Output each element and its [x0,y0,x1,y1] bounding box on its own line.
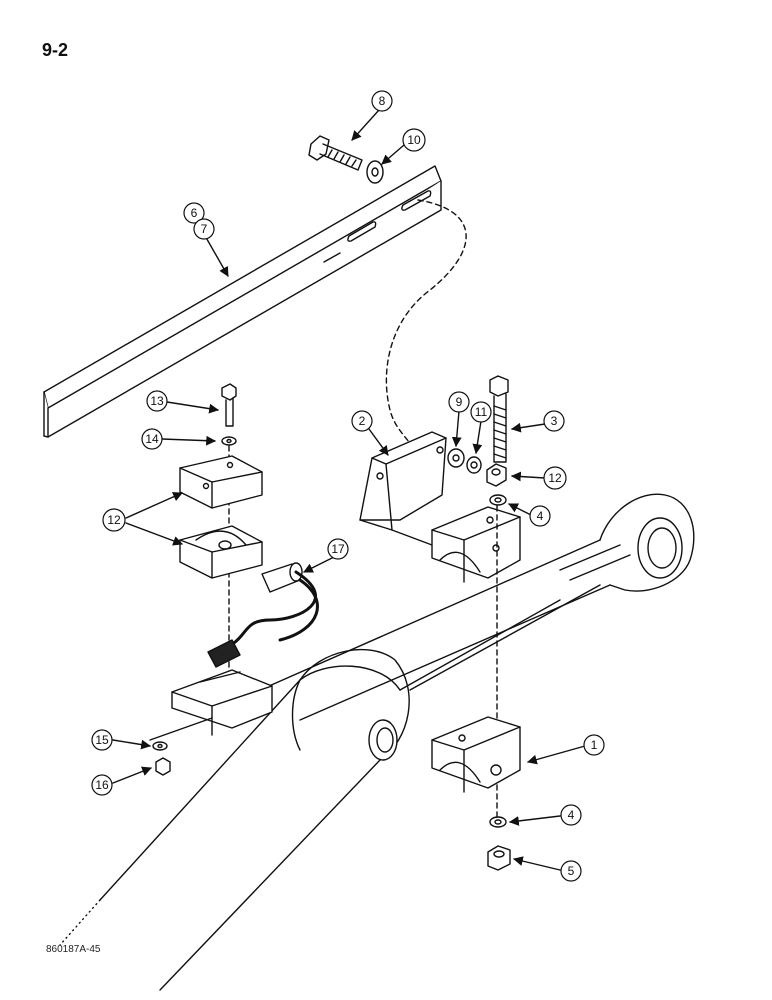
lockwasher-11 [466,456,482,474]
clamp-half-1 [431,716,521,793]
washer-15-upper [221,436,237,446]
sensor-17 [207,562,319,668]
callout-5: 5 [560,860,582,882]
svg-text:11: 11 [475,405,488,419]
callout-15-lower: 15 [91,729,113,751]
callout-3: 3 [543,410,565,432]
callout-1: 1 [583,734,605,756]
callout-4-upper: 4 [529,505,551,527]
svg-text:9: 9 [456,395,463,409]
callout-11: 11 [470,401,492,423]
callout-12: 12 [543,466,567,490]
switch-body-13-lower [179,525,263,579]
washer-4-upper [489,494,507,506]
svg-text:14: 14 [145,432,159,446]
callout-4-lower: 4 [560,804,582,826]
svg-text:1: 1 [591,738,598,752]
svg-text:10: 10 [407,133,421,147]
page-number: 9-2 [42,40,69,60]
nut-16 [155,757,171,776]
washer-15-lower [152,741,168,751]
svg-text:8: 8 [379,94,386,108]
bolt-8 [308,135,363,171]
svg-text:16: 16 [95,778,109,792]
svg-text:15: 15 [95,733,109,747]
bolt-14 [221,383,237,427]
svg-text:4: 4 [568,808,575,822]
leader-lines [112,109,586,871]
svg-text:2: 2 [359,414,366,428]
svg-text:7: 7 [201,222,208,236]
callout-17: 17 [327,538,349,560]
callout-6: 6 [183,202,205,224]
svg-text:13: 13 [150,394,164,408]
callout-13: 12 [102,508,126,532]
mounting-bar [43,165,442,438]
switch-cover-13-upper [179,455,263,509]
svg-text:17: 17 [331,542,345,556]
callouts: 8 10 6 7 13 14 12 17 2 9 11 3 12 4 1 4 5… [91,90,605,882]
callout-8: 8 [371,90,393,112]
svg-text:12: 12 [548,471,562,485]
callout-16: 16 [91,774,113,796]
washer-10 [366,160,384,184]
washer-4-lower [489,816,507,828]
svg-text:5: 5 [568,864,575,878]
callout-7: 7 [193,218,215,240]
nut-12 [486,463,507,487]
switch-mounting-bracket [149,669,273,741]
svg-text:3: 3 [551,414,558,428]
bolt-3 [489,375,509,463]
callout-9: 9 [448,391,470,413]
svg-text:4: 4 [537,509,544,523]
svg-text:12: 12 [107,513,121,527]
callout-10: 10 [402,128,426,152]
hydraulic-cylinder [99,493,695,991]
washer-9 [447,448,465,468]
bracket-2 [359,431,521,583]
callout-15-upper: 14 [141,428,163,450]
callout-2: 2 [351,410,373,432]
svg-text:6: 6 [191,206,198,220]
nut-5 [487,845,511,871]
callout-14: 13 [146,390,168,412]
figure-code: 860187A-45 [46,944,101,955]
